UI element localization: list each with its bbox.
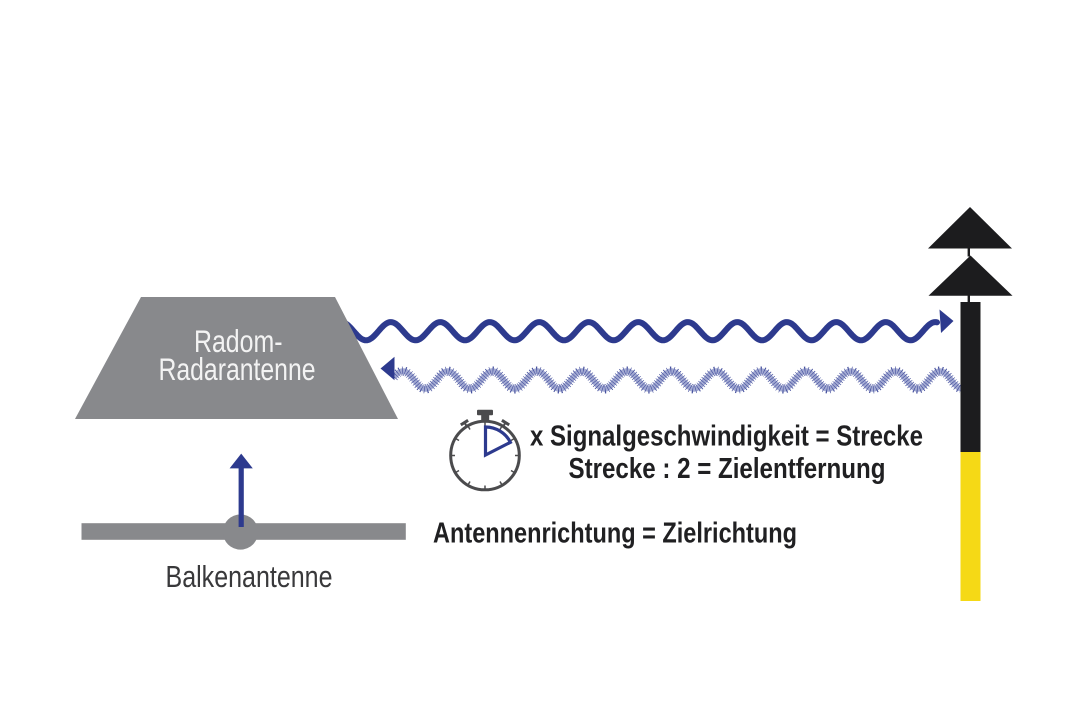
svg-text:Antennenrichtung = Zielrichtun: Antennenrichtung = Zielrichtung xyxy=(433,518,797,550)
svg-text:Radarantenne: Radarantenne xyxy=(159,351,316,387)
svg-text:x Signalgeschwindigkeit = Stre: x Signalgeschwindigkeit = Strecke xyxy=(530,421,923,453)
svg-text:Balkenantenne: Balkenantenne xyxy=(166,559,333,594)
svg-text:Radom-: Radom- xyxy=(194,323,283,359)
svg-text:Strecke : 2 = Zielentfernung: Strecke : 2 = Zielentfernung xyxy=(569,453,886,485)
